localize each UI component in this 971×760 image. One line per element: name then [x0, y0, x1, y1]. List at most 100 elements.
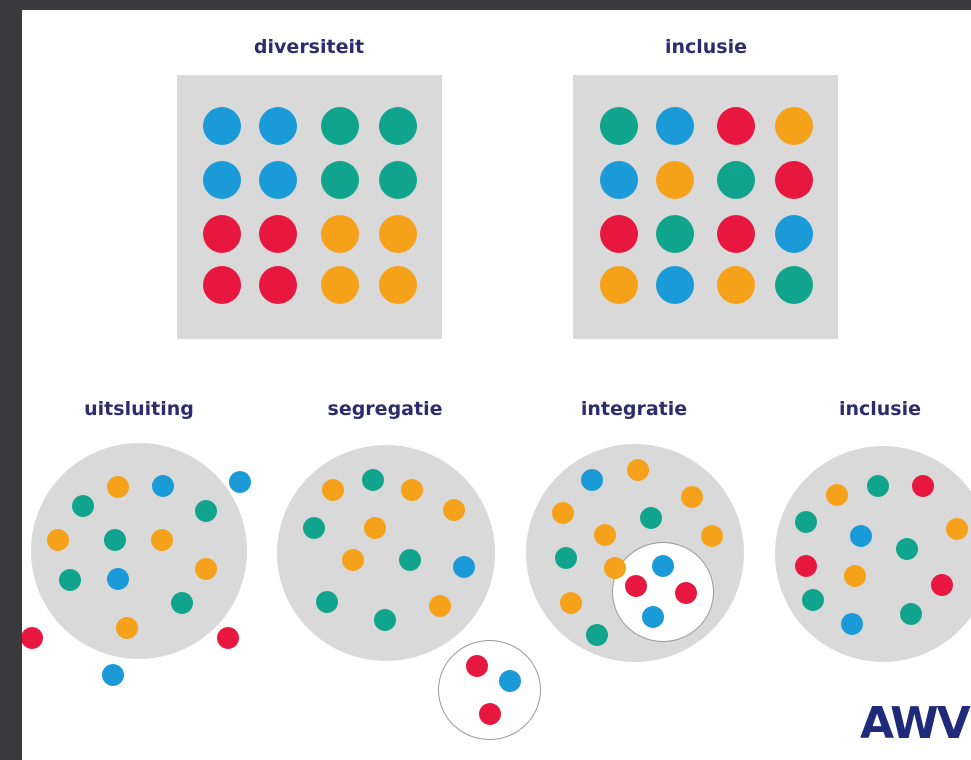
diversiteit-grid-dot [203, 215, 241, 253]
awv-logo: AWV [860, 698, 971, 749]
uitsluiting-dot [195, 500, 217, 522]
integratie-dot [594, 524, 616, 546]
diversiteit-grid-dot [379, 161, 417, 199]
inclusie-grid-dot [775, 161, 813, 199]
integratie-dot [701, 525, 723, 547]
diversiteit-grid-dot [321, 161, 359, 199]
diversiteit-grid-dot [203, 161, 241, 199]
inclusie-grid-dot [775, 215, 813, 253]
inclusie-grid-dot [656, 107, 694, 145]
integratie-dot [627, 459, 649, 481]
segregatie-separate-circle [438, 640, 541, 740]
segregatie-dot [303, 517, 325, 539]
uitsluiting-dot [152, 475, 174, 497]
inclusie-grid-dot [717, 266, 755, 304]
segregatie-dot [499, 670, 521, 692]
uitsluiting-dot [72, 495, 94, 517]
integratie-dot [652, 555, 674, 577]
inclusie-grid-dot [775, 266, 813, 304]
segregatie-dot [322, 479, 344, 501]
inclusie-grid-dot [600, 215, 638, 253]
title-inclusie-top: inclusie [664, 36, 748, 58]
title-diversiteit: diversiteit [253, 36, 365, 58]
uitsluiting-dot [229, 471, 251, 493]
inclusie-grid-dot [656, 161, 694, 199]
inclusie-dot [896, 538, 918, 560]
inclusie-dot [912, 475, 934, 497]
diversiteit-grid-dot [321, 266, 359, 304]
uitsluiting-dot [171, 592, 193, 614]
diversiteit-grid-dot [321, 215, 359, 253]
inclusie-grid-dot [717, 215, 755, 253]
uitsluiting-dot [107, 568, 129, 590]
integratie-dot [642, 606, 664, 628]
inclusie-grid-dot [775, 107, 813, 145]
uitsluiting-dot [195, 558, 217, 580]
diversiteit-grid-dot [379, 215, 417, 253]
title-inclusie-bottom: inclusie [838, 398, 922, 420]
diversiteit-grid-dot [203, 107, 241, 145]
inclusie-grid-dot [600, 266, 638, 304]
inclusie-grid-dot [600, 161, 638, 199]
inclusie-grid-dot [717, 107, 755, 145]
inclusie-grid-dot [600, 107, 638, 145]
inclusie-dot [826, 484, 848, 506]
inclusie-grid-dot [717, 161, 755, 199]
diversiteit-grid-dot [259, 266, 297, 304]
title-segregatie: segregatie [327, 398, 443, 420]
diversiteit-grid-dot [321, 107, 359, 145]
inclusie-grid-dot [656, 266, 694, 304]
integratie-dot [586, 624, 608, 646]
inclusie-dot [850, 525, 872, 547]
uitsluiting-dot [59, 569, 81, 591]
title-integratie: integratie [580, 398, 688, 420]
diversiteit-grid-dot [259, 161, 297, 199]
inclusie-dot [795, 555, 817, 577]
segregatie-dot [399, 549, 421, 571]
inclusie-grid-dot [656, 215, 694, 253]
diversiteit-grid-dot [379, 107, 417, 145]
segregatie-dot [453, 556, 475, 578]
integratie-dot [681, 486, 703, 508]
uitsluiting-dot [151, 529, 173, 551]
integratie-dot [625, 575, 647, 597]
segregatie-dot [316, 591, 338, 613]
inclusie-dot [802, 589, 824, 611]
diversiteit-grid-dot [203, 266, 241, 304]
uitsluiting-dot [104, 529, 126, 551]
diversiteit-grid-dot [379, 266, 417, 304]
uitsluiting-dot [116, 617, 138, 639]
integratie-dot [560, 592, 582, 614]
inclusie-dot [867, 475, 889, 497]
diagram-canvas: diversiteit inclusie uitsluiting segrega… [22, 10, 971, 760]
segregatie-dot [374, 609, 396, 631]
inclusie-dot [900, 603, 922, 625]
segregatie-dot [342, 549, 364, 571]
integratie-dot [640, 507, 662, 529]
segregatie-dot [429, 595, 451, 617]
uitsluiting-dot [107, 476, 129, 498]
title-uitsluiting: uitsluiting [84, 398, 194, 420]
uitsluiting-dot [22, 627, 43, 649]
inclusie-dot [946, 518, 968, 540]
diversiteit-grid-dot [259, 107, 297, 145]
uitsluiting-dot [47, 529, 69, 551]
segregatie-dot [443, 499, 465, 521]
inclusie-dot [931, 574, 953, 596]
integratie-dot [555, 547, 577, 569]
uitsluiting-dot [217, 627, 239, 649]
segregatie-dot [362, 469, 384, 491]
uitsluiting-dot [102, 664, 124, 686]
segregatie-dot [466, 655, 488, 677]
integratie-dot [552, 502, 574, 524]
inclusie-dot [841, 613, 863, 635]
integratie-dot [581, 469, 603, 491]
diversiteit-grid-dot [259, 215, 297, 253]
inclusie-dot [844, 565, 866, 587]
integratie-dot [604, 557, 626, 579]
inclusie-dot [795, 511, 817, 533]
integratie-dot [675, 582, 697, 604]
segregatie-dot [479, 703, 501, 725]
segregatie-dot [401, 479, 423, 501]
segregatie-dot [364, 517, 386, 539]
